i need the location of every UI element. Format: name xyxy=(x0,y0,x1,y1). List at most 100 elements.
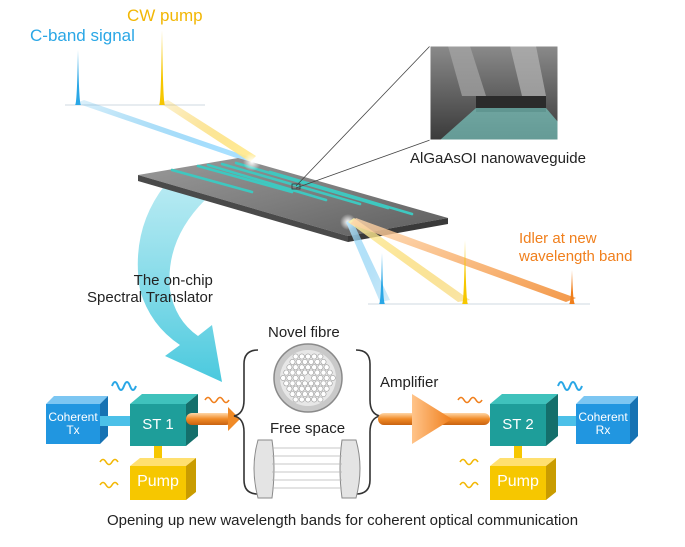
pump-right-wave-2 xyxy=(459,481,479,489)
fibre-air-hole xyxy=(283,369,290,376)
fibre-air-hole xyxy=(292,364,299,371)
fibre-air-hole xyxy=(289,369,296,376)
fibre-air-hole xyxy=(320,358,327,365)
rx-signal-wave xyxy=(557,381,583,391)
pump-beam xyxy=(160,100,256,162)
coherent-tx-label: Coherent Tx xyxy=(46,411,100,437)
tx-signal-wave xyxy=(111,381,137,391)
fibre-air-hole xyxy=(298,385,305,392)
pump-right-label: Pump xyxy=(497,473,539,490)
cw-pump-label: CW pump xyxy=(127,6,203,25)
fibre-air-hole xyxy=(323,364,330,371)
sem-inset xyxy=(429,45,559,141)
cw-pump-peak xyxy=(152,30,172,105)
fibre-air-hole xyxy=(317,385,324,392)
sem-ridge-left xyxy=(448,46,486,96)
output-idler-beam xyxy=(350,218,576,302)
coherent-tx-label-line1: Coherent xyxy=(48,410,98,424)
st1-label: ST 1 xyxy=(142,416,174,433)
fibre-air-hole xyxy=(295,380,302,387)
cband-signal-label: C-band signal xyxy=(30,26,135,45)
translator-label: The on-chip Spectral Translator xyxy=(87,272,213,306)
fibre-air-hole xyxy=(301,358,308,365)
st1-output-arrowhead xyxy=(228,407,240,431)
fibre-air-hole xyxy=(323,375,330,381)
translator-curved-arrow xyxy=(137,185,222,382)
fibre-air-hole xyxy=(314,380,321,387)
tx-st1-connector xyxy=(100,416,130,426)
free-space-label: Free space xyxy=(270,420,346,437)
st2-box xyxy=(490,394,558,446)
fibre-air-hole xyxy=(289,391,296,397)
pump-right-wave-1 xyxy=(459,458,479,466)
fibre-air-hole xyxy=(305,364,311,371)
fibre-air-hole xyxy=(308,380,314,387)
pump-left-wave-2 xyxy=(99,481,119,489)
fibre-air-hole xyxy=(311,364,318,371)
free-space-lenses xyxy=(253,439,361,499)
fibre-air-hole xyxy=(326,380,333,387)
pump-left-box xyxy=(130,458,196,500)
output-pump-peak xyxy=(456,240,474,304)
fibre-air-hole xyxy=(286,364,293,371)
st2-label: ST 2 xyxy=(502,416,534,433)
amplifier-triangle xyxy=(412,394,452,444)
fibre-air-hole xyxy=(289,380,296,387)
fibre-air-hole xyxy=(280,375,287,381)
left-brace xyxy=(233,349,259,495)
coherent-rx-box xyxy=(576,396,638,444)
coherent-rx-label: Coherent Rx xyxy=(576,411,630,437)
fibre-air-hole xyxy=(298,353,305,360)
fibre-air-hole xyxy=(320,380,327,387)
fibre-air-hole xyxy=(289,358,296,365)
fibre-air-hole xyxy=(311,353,318,360)
sem-ridge-right xyxy=(510,46,546,96)
pump-right-box xyxy=(490,458,556,500)
fibre-air-hole xyxy=(329,375,336,381)
fibre-air-hole xyxy=(320,391,327,397)
coherent-rx-label-line1: Coherent xyxy=(578,410,628,424)
fibre-air-hole xyxy=(292,385,299,392)
chip-waveguides xyxy=(170,161,414,216)
fibre-air-hole xyxy=(295,358,302,365)
fibre-air-hole xyxy=(295,391,302,397)
idler-label-line1: Idler at new xyxy=(519,230,597,247)
fibre-air-hole xyxy=(305,353,311,360)
output-signal-peak xyxy=(373,253,391,304)
fibre-air-hole xyxy=(308,369,314,376)
zoom-line-top xyxy=(295,45,431,187)
fibre-air-hole xyxy=(326,369,333,376)
fibre-air-hole xyxy=(292,375,299,381)
output-idler-peak xyxy=(563,270,581,304)
zoom-line-bottom xyxy=(295,139,431,189)
fibre-air-hole xyxy=(308,391,314,397)
coherent-tx-box xyxy=(46,396,108,444)
idler-label: Idler at new wavelength band xyxy=(519,230,632,266)
st1-idler-wave xyxy=(204,396,230,404)
sem-border xyxy=(429,45,559,141)
novel-fibre-label: Novel fibre xyxy=(268,324,340,341)
st1-output-bar xyxy=(186,413,232,425)
fibre-air-hole xyxy=(305,396,311,403)
pump-left-wave-1 xyxy=(99,458,119,466)
fibre-air-hole xyxy=(314,358,321,365)
translator-label-line1: The on-chip xyxy=(133,272,213,289)
signal-beam xyxy=(76,100,252,162)
fibre-air-hole xyxy=(311,375,318,381)
fibre-air-hole xyxy=(317,396,324,403)
fibre-air-hole xyxy=(314,391,321,397)
amplifier-label: Amplifier xyxy=(380,374,439,391)
novel-fibre-icon xyxy=(273,343,343,413)
fibre-air-hole xyxy=(283,380,290,387)
fibre-air-hole xyxy=(298,364,305,371)
st2-pump-connector xyxy=(514,446,522,466)
fibre-air-hole xyxy=(323,385,330,392)
caption: Opening up new wavelength bands for cohe… xyxy=(106,512,579,529)
fibre-air-hole xyxy=(298,396,305,403)
chip xyxy=(138,153,448,242)
lens-left xyxy=(253,439,275,499)
fibre-air-hole xyxy=(320,369,327,376)
fibre-air-hole xyxy=(308,358,314,365)
chip-top xyxy=(138,158,448,236)
